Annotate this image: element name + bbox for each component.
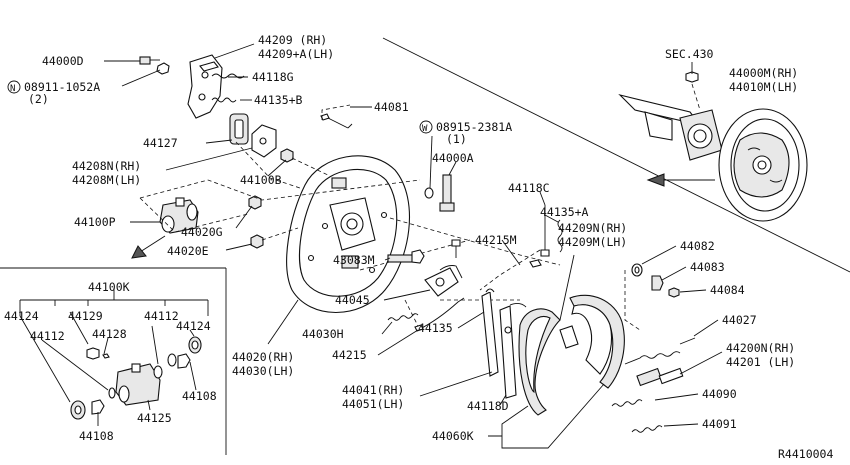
- springs-and-adjuster: [611, 337, 696, 433]
- label-44100K: 44100K: [88, 280, 130, 294]
- label-08915-prefix: W: [422, 124, 428, 134]
- label-44118D: 44118D: [467, 399, 509, 413]
- label-44209-rh: 44209 (RH): [258, 33, 327, 47]
- label-44020G: 44020G: [181, 225, 223, 239]
- label-44045: 44045: [335, 293, 370, 307]
- label-44020RH: 44020(RH): [232, 350, 294, 364]
- label-44090: 44090: [702, 387, 737, 401]
- diagram-id: R4410004: [778, 447, 833, 461]
- label-44000A: 44000A: [432, 151, 474, 165]
- label-44020E: 44020E: [167, 244, 209, 258]
- label-44108b: 44108: [79, 429, 114, 443]
- label-44118G: 44118G: [252, 70, 294, 84]
- brake-shoes: [518, 294, 625, 416]
- wheel-cylinder-exploded: [19, 288, 209, 426]
- label-leaders: [104, 43, 723, 449]
- label-44100B: 44100B: [240, 173, 282, 187]
- label-44000M: 44000M(RH): [729, 66, 798, 80]
- label-44083: 44083: [690, 260, 725, 274]
- axle-assembly: [618, 71, 808, 222]
- label-08915: 08915-2381A: [436, 120, 512, 134]
- label-sec430: SEC.430: [665, 47, 714, 61]
- washer-and-bolt: [424, 174, 455, 212]
- label-44030H: 44030H: [302, 327, 344, 341]
- label-44082: 44082: [680, 239, 715, 253]
- label-44215: 44215: [332, 348, 367, 362]
- grommets: [248, 195, 264, 249]
- label-44041: 44041(RH): [342, 383, 404, 397]
- label-44000D: 44000D: [42, 54, 84, 68]
- label-44208N: 44208N(RH): [72, 159, 141, 173]
- hold-down-pins: [529, 205, 563, 268]
- label-44100P: 44100P: [74, 215, 116, 229]
- label-44135: 44135: [418, 321, 453, 335]
- label-08915-qty: (1): [446, 132, 467, 146]
- label-44084: 44084: [710, 283, 745, 297]
- strut-and-lever: [481, 288, 527, 399]
- label-44112b: 44112: [144, 309, 179, 323]
- label-44108a: 44108: [182, 389, 217, 403]
- inset-arrow: [131, 235, 166, 259]
- label-44209-lh: 44209+A(LH): [258, 47, 334, 61]
- label-44128: 44128: [92, 327, 127, 341]
- label-43083M: 43083M: [333, 253, 375, 267]
- label-44208M: 44208M(LH): [72, 173, 141, 187]
- label-08911: 08911-1052A: [24, 80, 100, 94]
- backing-plate: [286, 155, 411, 314]
- label-44081: 44081: [374, 100, 409, 114]
- part-labels: 44000D N 08911-1052A (2) 44209 (RH) 4420…: [4, 33, 833, 461]
- label-44129: 44129: [68, 309, 103, 323]
- label-08911-prefix: N: [10, 84, 15, 94]
- parking-lever-assembly: [139, 54, 353, 163]
- adjuster-small-parts: [631, 263, 680, 298]
- label-44027: 44027: [722, 313, 757, 327]
- label-44118C: 44118C: [508, 181, 550, 195]
- label-08911-qty: (2): [28, 92, 49, 106]
- label-44215M: 44215M: [475, 233, 517, 247]
- label-44112a: 44112: [30, 329, 65, 343]
- label-44091: 44091: [702, 417, 737, 431]
- label-44124a: 44124: [4, 309, 39, 323]
- label-44051: 44051(LH): [342, 397, 404, 411]
- label-44124b: 44124: [176, 319, 211, 333]
- label-44010M: 44010M(LH): [729, 80, 798, 94]
- label-44125: 44125: [137, 411, 172, 425]
- label-44030LH: 44030(LH): [232, 364, 294, 378]
- label-44209N: 44209N(RH): [558, 221, 627, 235]
- wheel-cylinder: [159, 197, 199, 234]
- label-44209M: 44209M(LH): [558, 235, 627, 249]
- section-lines: [0, 37, 850, 455]
- label-44135A: 44135+A: [540, 205, 589, 219]
- label-44135B: 44135+B: [254, 93, 303, 107]
- label-44060K: 44060K: [432, 429, 474, 443]
- adjuster-parts: [387, 239, 465, 332]
- label-44127: 44127: [143, 136, 178, 150]
- label-44200N: 44200N(RH): [726, 341, 795, 355]
- w-symbol: [419, 120, 433, 134]
- n-symbol: [7, 80, 21, 94]
- label-44201: 44201 (LH): [726, 355, 795, 369]
